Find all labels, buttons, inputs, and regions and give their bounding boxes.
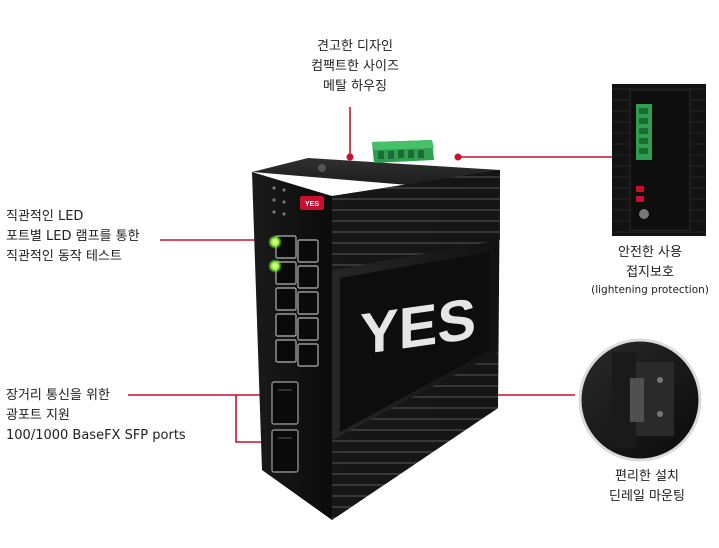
side-panel (340, 252, 490, 432)
heatsink-fins-top (332, 170, 500, 270)
led-callout: 직관적인 LED 포트별 LED 램프를 통한 직관적인 동작 테스트 (6, 207, 140, 267)
sfp-leader-lower (128, 394, 272, 443)
din-rail-inset (578, 338, 702, 462)
din-line-1: 편리한 설치 (615, 469, 679, 484)
port-led-lights (268, 235, 282, 273)
inset-ground-screw-icon (639, 209, 649, 219)
safety-line-1: 안전한 사용 (618, 245, 682, 260)
led-line-1: 직관적인 LED (6, 209, 84, 224)
led-line-2: 포트별 LED 램프를 통한 (6, 229, 140, 244)
design-line-3: 메탈 하우징 (323, 79, 387, 94)
brand-badge: YES (300, 196, 324, 210)
heatsink-fins-bottom (332, 352, 498, 520)
front-status-indicators (272, 186, 286, 216)
design-line-1: 견고한 디자인 (317, 39, 393, 54)
safety-callout: 안전한 사용 접지보호 (lightening protection) (584, 243, 716, 297)
power-terminal-block (372, 140, 434, 163)
safety-note: (lightening protection) (591, 284, 709, 296)
sfp-callout: 장거리 통신을 위한 광포트 지원 100/1000 BaseFX SFP po… (6, 386, 186, 446)
sfp-line-3: 100/1000 BaseFX SFP ports (6, 428, 186, 443)
ground-screw-icon (318, 164, 326, 172)
design-line-2: 컴팩트한 사이즈 (311, 59, 399, 74)
sfp-ports (271, 381, 299, 473)
sfp-port-1 (271, 381, 299, 425)
callout-lines (128, 107, 612, 443)
sfp-port-2 (271, 429, 299, 473)
rj45-port-grid (275, 235, 319, 367)
sfp-line-1: 장거리 통신을 위한 (6, 388, 110, 403)
badge-text: YES (305, 201, 319, 208)
sfp-line-2: 광포트 지원 (6, 408, 70, 423)
led-line-3: 직관적인 동작 테스트 (6, 249, 122, 264)
din-line-2: 딘레일 마운팅 (609, 489, 685, 504)
design-callout: 견고한 디자인 컴팩트한 사이즈 메탈 하우징 (296, 37, 414, 97)
safety-line-2: 접지보호 (626, 265, 674, 280)
din-callout: 편리한 설치 딘레일 마운팅 (592, 467, 702, 507)
inset-top-view (612, 84, 706, 236)
